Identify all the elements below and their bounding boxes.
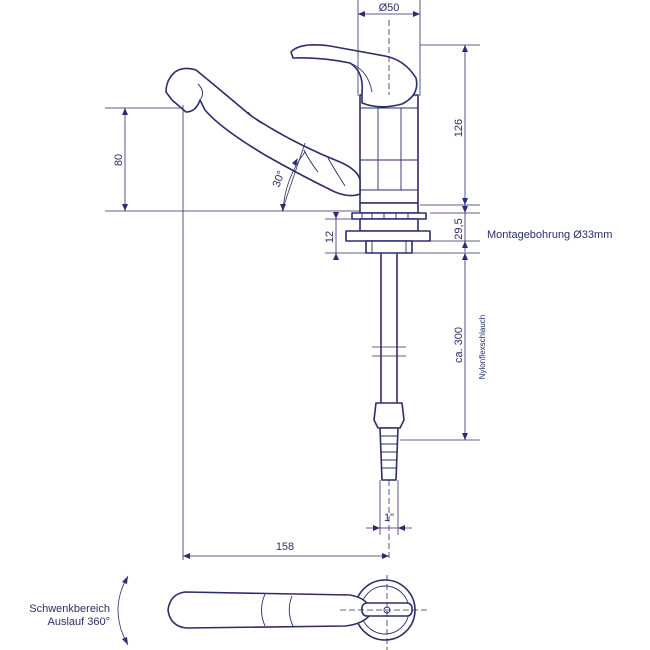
flex-hose [372, 253, 406, 481]
label-29-5: 29,5 [453, 218, 465, 239]
dim-thread: 1" [366, 480, 412, 535]
label-hose-type: Nylonflexschlauch [478, 315, 487, 379]
label-12: 12 [324, 231, 336, 243]
dim-29-5: 29,5 [430, 205, 480, 252]
swivel-range: Schwenkbereich Auslauf 360° [29, 575, 129, 646]
lever-handle [290, 44, 418, 108]
dim-12: 12 [324, 212, 366, 260]
dim-diameter-50: Ø50 [357, 0, 421, 96]
label-height-80: 80 [113, 154, 125, 166]
dim-height-80: 80 [105, 107, 360, 212]
center-lines [182, 20, 390, 560]
label-swivel-line2: Auslauf 360° [48, 616, 111, 628]
label-angle-30: 30° [271, 169, 288, 189]
label-thread: 1" [384, 512, 394, 524]
dim-length-158: 158 [183, 541, 389, 559]
label-height-126: 126 [453, 119, 465, 137]
label-mounting-hole: Montagebohrung Ø33mm [487, 229, 612, 241]
dim-angle-30: 30° [271, 142, 306, 212]
mounting-base [345, 202, 431, 254]
spout [165, 67, 361, 197]
label-hose-length: ca. 300 [453, 327, 465, 363]
dim-hose-length: ca. 300 Nylonflexschlauch [400, 252, 487, 441]
label-swivel-line1: Schwenkbereich [29, 603, 110, 615]
faucet-body [359, 94, 419, 204]
top-view [167, 575, 430, 650]
dim-height-126: 126 [420, 44, 480, 206]
label-diameter-50: Ø50 [379, 2, 400, 14]
label-length-158: 158 [276, 541, 294, 553]
